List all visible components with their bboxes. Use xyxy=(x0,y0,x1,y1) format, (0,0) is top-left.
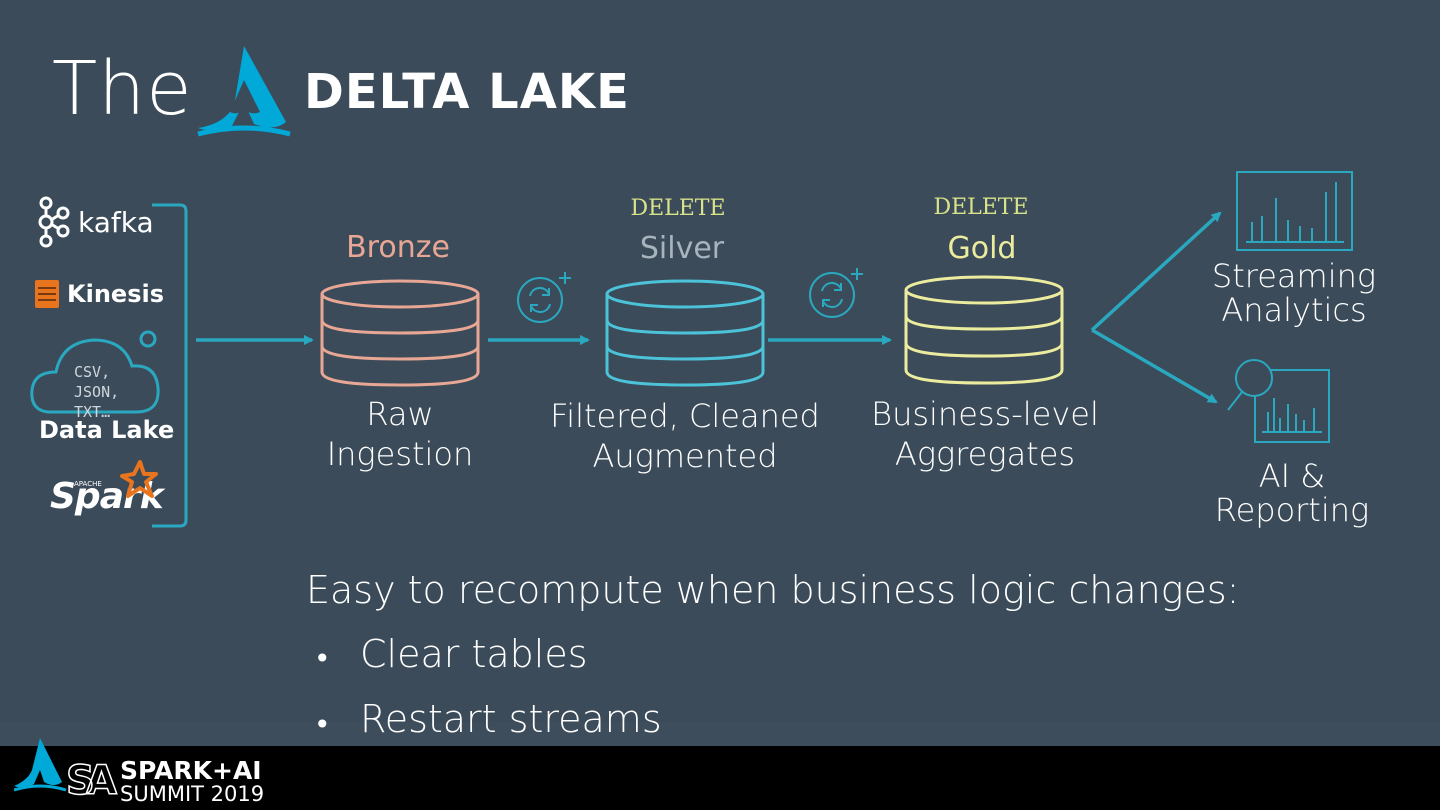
output-streaming-label: Streaming Analytics xyxy=(1211,257,1377,329)
source-file-formats: CSV, JSON, TXT… xyxy=(74,363,120,421)
refresh-icon xyxy=(517,272,571,323)
silver-table-icon xyxy=(605,279,765,387)
pipeline-diagram xyxy=(152,171,1353,528)
source-kafka-label: kafka xyxy=(78,206,154,239)
gold-table-icon xyxy=(904,275,1064,385)
footer-band xyxy=(0,722,1440,746)
title-brand: DELTA LAKE xyxy=(304,64,630,120)
output-reporting-label: AI & Reporting xyxy=(1214,457,1370,529)
arrow-gold-to-streaming xyxy=(1090,211,1222,332)
tier-bronze-label: Bronze xyxy=(346,230,450,265)
silver-delete-tag: DELETE xyxy=(630,196,726,221)
svg-text:A: A xyxy=(86,758,117,804)
svg-text:S: S xyxy=(66,758,95,804)
spark-ai-summit-logo-icon: S A xyxy=(14,738,118,804)
spark-star-icon xyxy=(120,460,158,498)
kinesis-icon xyxy=(35,280,59,308)
bronze-table-icon xyxy=(320,279,480,387)
cloud-storage-icon xyxy=(30,330,160,414)
tier-gold-label: Gold xyxy=(947,231,1017,266)
recompute-headline: Easy to recompute when business logic ch… xyxy=(306,568,1240,612)
bullet-clear-tables: Clear tables xyxy=(360,632,588,676)
spark-apache-label: APACHE xyxy=(74,480,102,488)
bullet-dot: • xyxy=(314,642,331,675)
tier-bronze-desc: Raw Ingestion xyxy=(326,395,474,473)
tier-silver-desc: Filtered, Cleaned Augmented xyxy=(550,397,820,475)
delta-lake-logo-icon xyxy=(197,46,291,137)
footer-line1: SPARK+AI xyxy=(120,756,262,785)
bullet-dot: • xyxy=(314,708,331,741)
source-kinesis-label: Kinesis xyxy=(67,280,164,308)
sources-bracket xyxy=(152,203,188,528)
reporting-chart-icon xyxy=(1227,359,1330,443)
kafka-icon xyxy=(38,196,70,248)
bullet-restart-streams: Restart streams xyxy=(360,697,662,741)
tier-silver-label: Silver xyxy=(639,231,725,266)
refresh-icon xyxy=(809,268,863,318)
streaming-chart-icon xyxy=(1236,171,1353,251)
source-data-lake-label: Data Lake xyxy=(39,416,175,444)
title-prefix: The xyxy=(52,46,193,132)
footer-line2: SUMMIT 2019 xyxy=(120,782,265,806)
tier-gold-desc: Business-level Aggregates xyxy=(871,395,1099,473)
footer-bar xyxy=(0,746,1440,810)
gold-delete-tag: DELETE xyxy=(933,195,1029,220)
arrow-gold-to-reporting xyxy=(1091,328,1218,404)
